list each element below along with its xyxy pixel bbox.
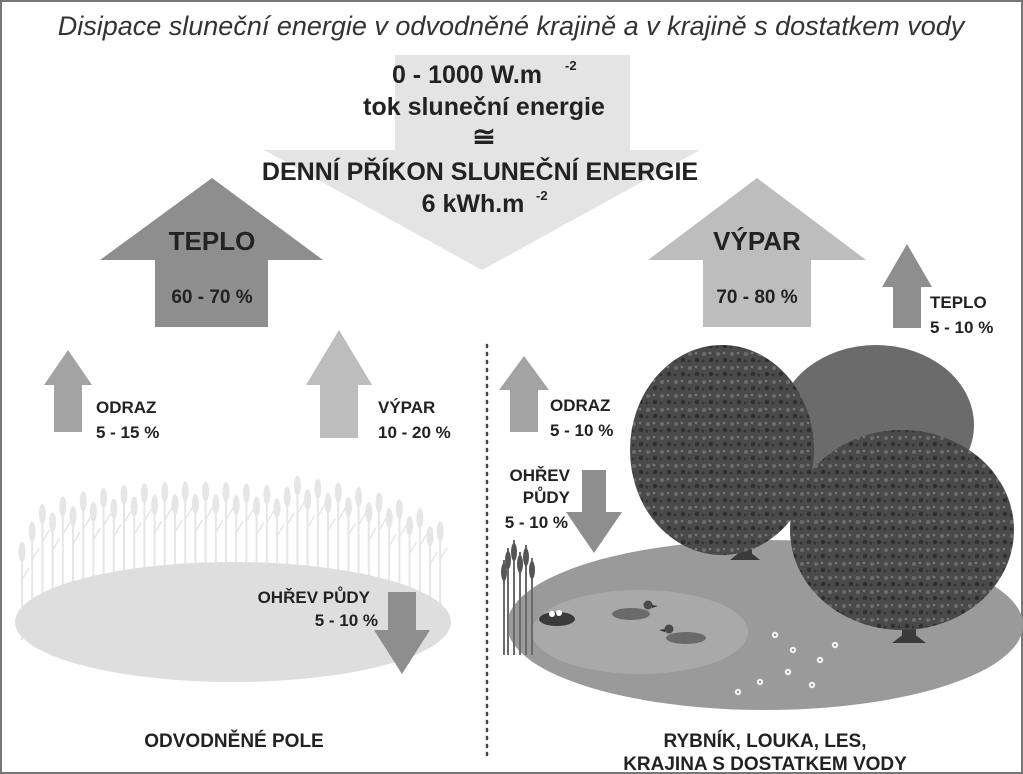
flower	[816, 656, 824, 664]
crop-stalk	[416, 508, 428, 640]
duck-2	[659, 624, 706, 644]
flower	[771, 631, 779, 639]
drained-field	[15, 475, 451, 682]
reed	[505, 548, 511, 655]
right-evaporation-value: 70 - 80 %	[716, 287, 797, 308]
wet-landscape	[501, 345, 1023, 710]
left-reflection-arrow	[44, 350, 92, 432]
solar-flux-value: 0 - 1000 W.m	[392, 61, 542, 89]
flower	[784, 668, 792, 676]
right-heat-label: TEPLO	[930, 293, 987, 312]
tree-left	[630, 345, 814, 560]
reeds	[501, 540, 535, 655]
solar-flux-exponent: -2	[565, 58, 577, 73]
left-evaporation-value: 10 - 20 %	[378, 423, 451, 442]
right-reflection-value: 5 - 10 %	[550, 421, 613, 440]
reed	[523, 545, 529, 655]
left-heat-label: TEPLO	[169, 226, 256, 256]
reed	[517, 552, 523, 655]
left-soil-arrow	[374, 592, 430, 674]
left-evaporation-label: VÝPAR	[378, 398, 435, 417]
right-soil-value: 5 - 10 %	[505, 513, 568, 532]
right-soil-label-2: PŮDY	[523, 487, 571, 507]
right-evaporation-label: VÝPAR	[713, 226, 801, 256]
flower	[808, 681, 816, 689]
left-reflection-label: ODRAZ	[96, 398, 156, 417]
meadow-flowers	[734, 631, 839, 696]
reed	[529, 558, 535, 655]
flower	[831, 641, 839, 649]
left-reflection-value: 5 - 15 %	[96, 423, 159, 442]
reed	[511, 540, 517, 655]
left-heat-arrow	[100, 178, 323, 327]
right-heat-value: 5 - 10 %	[930, 318, 993, 337]
crop-stalk	[49, 512, 61, 640]
field-ellipse	[15, 562, 451, 682]
tree-front-right	[790, 430, 1014, 643]
pond-ellipse	[532, 590, 748, 674]
flower	[734, 688, 742, 696]
flower	[756, 678, 764, 686]
right-soil-arrow	[566, 470, 622, 553]
right-caption-1: RYBNÍK, LOUKA, LES,	[663, 730, 866, 752]
daily-energy-label: DENNÍ PŘÍKON SLUNEČNÍ ENERGIE	[262, 156, 698, 186]
daily-energy-value: 6 kWh.m	[422, 190, 525, 218]
solar-arrow	[264, 55, 700, 270]
right-caption-2: KRAJINA S DOSTATKEM VODY	[623, 754, 907, 774]
right-evaporation-arrow	[648, 178, 866, 327]
right-reflection-arrow	[499, 356, 549, 432]
left-soil-label: OHŘEV PŮDY	[258, 587, 371, 607]
left-soil-value: 5 - 10 %	[315, 611, 378, 630]
solar-labels: 0 - 1000 W.m -2 tok sluneční energie ≅ D…	[262, 58, 698, 218]
right-soil-label-1: OHŘEV	[510, 466, 571, 485]
reed	[501, 560, 507, 655]
diagram-title: Disipace sluneční energie v odvodněné kr…	[58, 11, 966, 41]
daily-energy-exponent: -2	[536, 188, 548, 203]
right-reflection-label: ODRAZ	[550, 396, 610, 415]
right-heat-arrow	[882, 244, 932, 328]
solar-flux-label: tok sluneční energie	[363, 93, 605, 121]
left-heat-value: 60 - 70 %	[171, 287, 252, 308]
left-caption: ODVODNĚNÉ POLE	[144, 730, 323, 752]
duck-1	[612, 600, 658, 620]
approx-equal-sign: ≅	[472, 121, 495, 152]
flower	[789, 646, 797, 654]
water-lily	[539, 610, 575, 626]
left-evaporation-arrow	[306, 330, 372, 438]
